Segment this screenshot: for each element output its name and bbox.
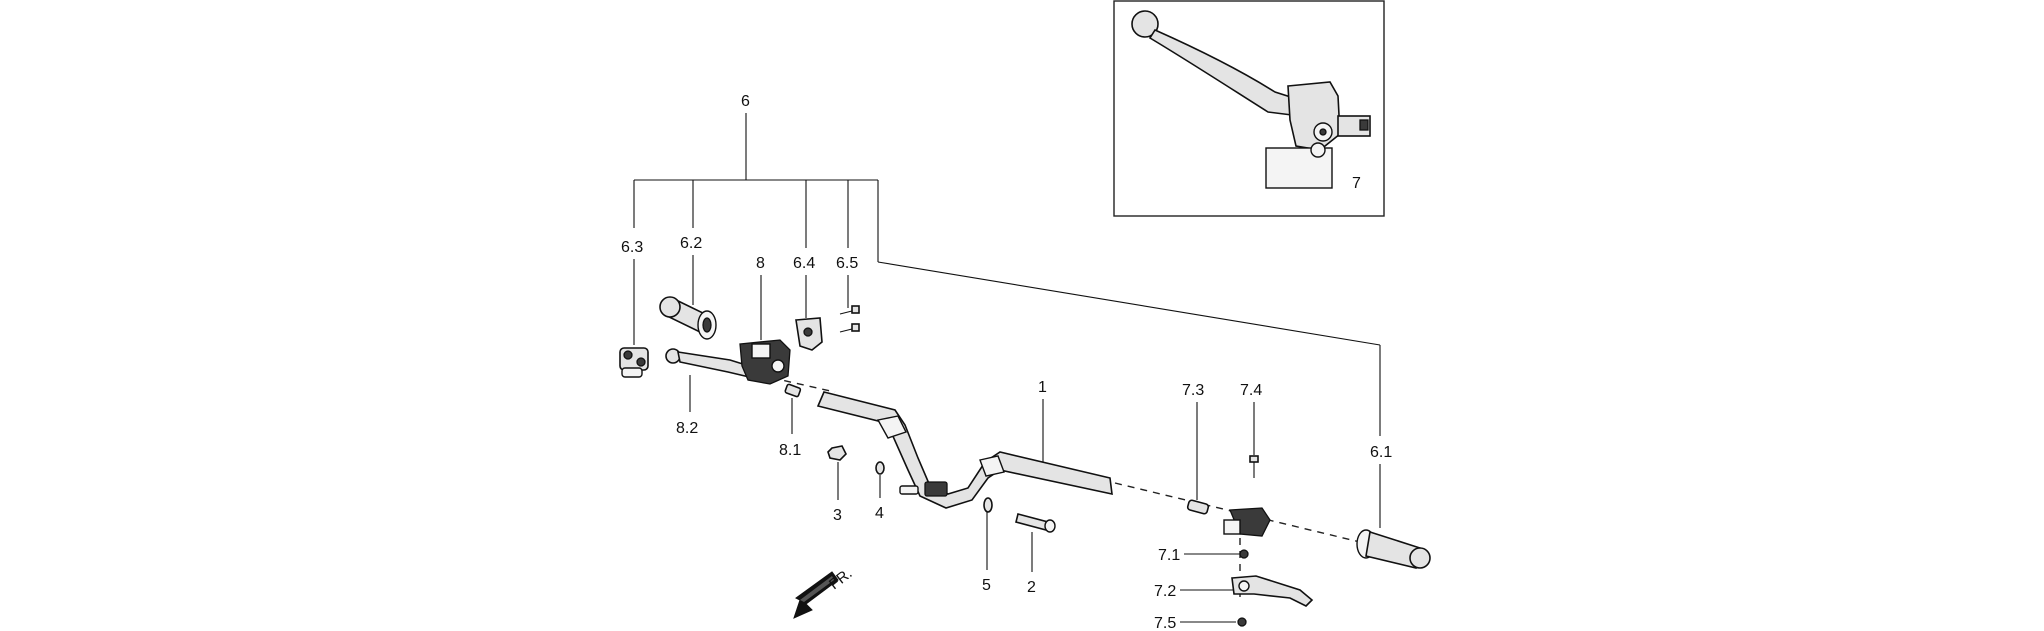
callout-8: 8	[756, 255, 765, 340]
svg-text:6.4: 6.4	[793, 255, 815, 272]
part-7-1-bolt	[1239, 549, 1249, 559]
svg-text:7.4: 7.4	[1240, 382, 1262, 399]
front-direction-arrow: FR.	[793, 565, 856, 619]
callout-7-3: 7.3	[1182, 382, 1204, 500]
part-clutch-perch	[1223, 507, 1271, 537]
svg-text:7.1: 7.1	[1158, 547, 1180, 564]
part-6-2-left-grip	[659, 296, 717, 340]
callout-7-5: 7.5	[1154, 615, 1236, 631]
part-7-2-clutch-lever	[1231, 575, 1314, 607]
inset-clutch-lever-assembly: 7	[1113, 0, 1385, 217]
svg-text:6.5: 6.5	[836, 255, 858, 272]
group-6-leader-bracket: 6	[633, 93, 1381, 436]
svg-text:7.5: 7.5	[1154, 615, 1176, 631]
part-6-4-switch-housing	[795, 317, 823, 351]
part-6-1-right-grip	[1356, 529, 1431, 569]
part-4-washer	[875, 461, 885, 475]
svg-text:2: 2	[1027, 579, 1036, 596]
callout-4: 4	[875, 475, 884, 522]
part-6-5-screws	[839, 305, 860, 333]
svg-text:8.2: 8.2	[676, 420, 698, 437]
part-8-master-cylinder	[739, 339, 791, 385]
callout-5: 5	[982, 510, 991, 594]
callout-6-4: 6.4	[793, 255, 815, 318]
callout-8-1: 8.1	[779, 398, 801, 459]
svg-text:3: 3	[833, 507, 842, 524]
inset-switch-connector-pin	[1359, 119, 1369, 131]
arrow-label: FR.	[826, 565, 856, 593]
part-7-4-screw	[1249, 455, 1259, 478]
part-8-1-insert	[784, 383, 802, 398]
callout-6-2: 6.2	[680, 235, 702, 305]
svg-text:6.1: 6.1	[1370, 444, 1392, 461]
part-6-3-switch-clamp	[619, 347, 649, 378]
svg-text:7.3: 7.3	[1182, 382, 1204, 399]
callout-3: 3	[833, 462, 842, 524]
svg-text:5: 5	[982, 577, 991, 594]
part-3-nut	[827, 445, 847, 461]
part-1-handlebar	[816, 391, 1113, 509]
svg-text:8.1: 8.1	[779, 442, 801, 459]
callout-6: 6	[741, 93, 750, 110]
callout-6-1: 6.1	[1370, 444, 1392, 528]
svg-text:6.2: 6.2	[680, 235, 702, 252]
svg-text:6.3: 6.3	[621, 239, 643, 256]
callout-2: 2	[1027, 532, 1036, 596]
inset-clamp-bolt	[1310, 142, 1326, 158]
part-5-washer	[983, 497, 993, 513]
callout-1: 1	[1038, 379, 1047, 462]
inset-lever-perch	[1287, 81, 1341, 151]
callout-7-1: 7.1	[1158, 547, 1240, 564]
callout-7: 7	[1352, 175, 1361, 192]
svg-text:4: 4	[875, 505, 884, 522]
callout-6-5: 6.5	[836, 255, 858, 308]
inset-pivot-bolt-center	[1319, 128, 1327, 136]
part-7-3-insert	[1186, 499, 1210, 515]
inset-lever-ball-end	[1131, 10, 1159, 38]
svg-text:7.2: 7.2	[1154, 583, 1176, 600]
svg-text:8: 8	[756, 255, 765, 272]
svg-text:1: 1	[1038, 379, 1047, 396]
part-7-5-nut	[1237, 617, 1247, 627]
callout-7-2: 7.2	[1154, 583, 1236, 600]
callout-6-3: 6.3	[621, 239, 643, 345]
callout-8-2: 8.2	[676, 375, 698, 437]
part-2-bolt	[1015, 513, 1056, 533]
callout-7-4: 7.4	[1240, 382, 1262, 455]
